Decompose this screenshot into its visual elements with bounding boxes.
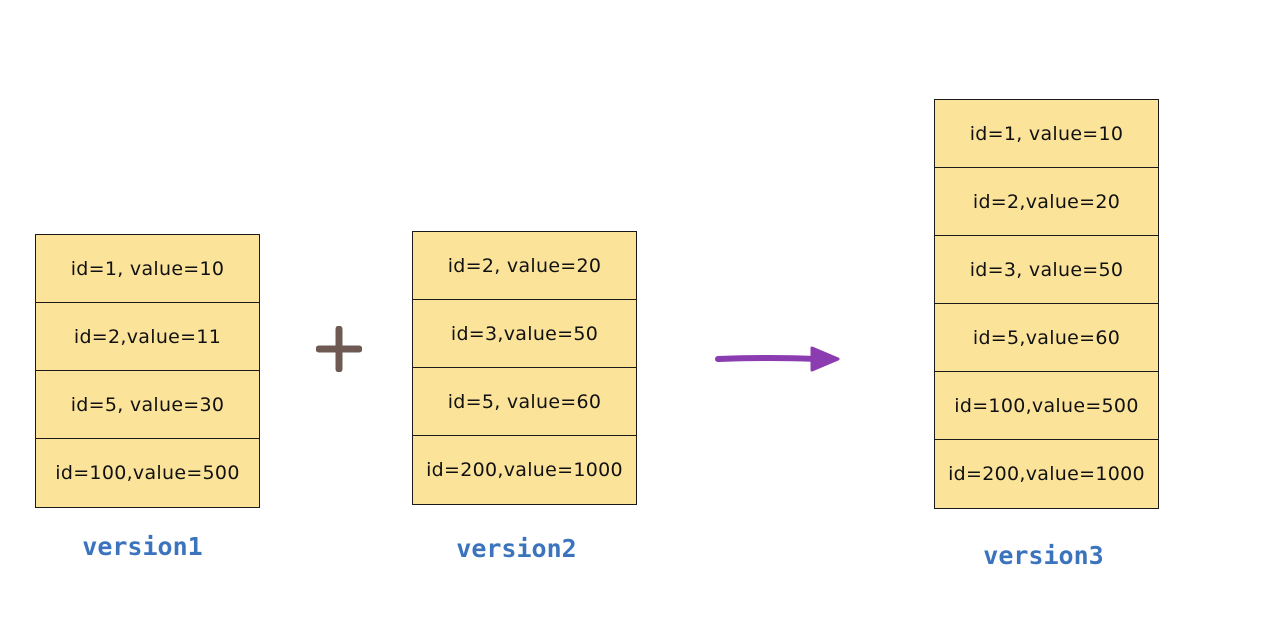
table-row: id=200,value=1000 — [948, 463, 1145, 485]
table-row: id=2, value=20 — [413, 232, 636, 300]
version1-table: id=1, value=10 id=2,value=11 id=5, value… — [35, 234, 260, 508]
table-row: id=100,value=500 — [935, 372, 1158, 440]
version3-table: id=1, value=10 id=2,value=20 id=3, value… — [934, 99, 1159, 509]
table-row: id=100,value=500 — [55, 462, 240, 484]
version1-label: version1 — [82, 532, 203, 561]
version2-label: version2 — [456, 534, 577, 563]
version3-label: version3 — [983, 541, 1104, 570]
table-row: id=2,value=20 — [935, 168, 1158, 236]
plus-icon — [316, 326, 362, 372]
table-row: id=5, value=60 — [413, 368, 636, 436]
table-row: id=1, value=10 — [935, 100, 1158, 168]
table-row: id=2,value=11 — [36, 303, 259, 371]
table-row: id=200,value=1000 — [426, 459, 623, 481]
table-row: id=3, value=50 — [935, 236, 1158, 304]
table-row: id=5, value=30 — [36, 371, 259, 439]
table-row: id=1, value=10 — [36, 235, 259, 303]
arrow-right-icon — [715, 346, 840, 372]
table-row: id=5,value=60 — [935, 304, 1158, 372]
version2-table: id=2, value=20 id=3,value=50 id=5, value… — [412, 231, 637, 505]
table-row: id=3,value=50 — [413, 300, 636, 368]
